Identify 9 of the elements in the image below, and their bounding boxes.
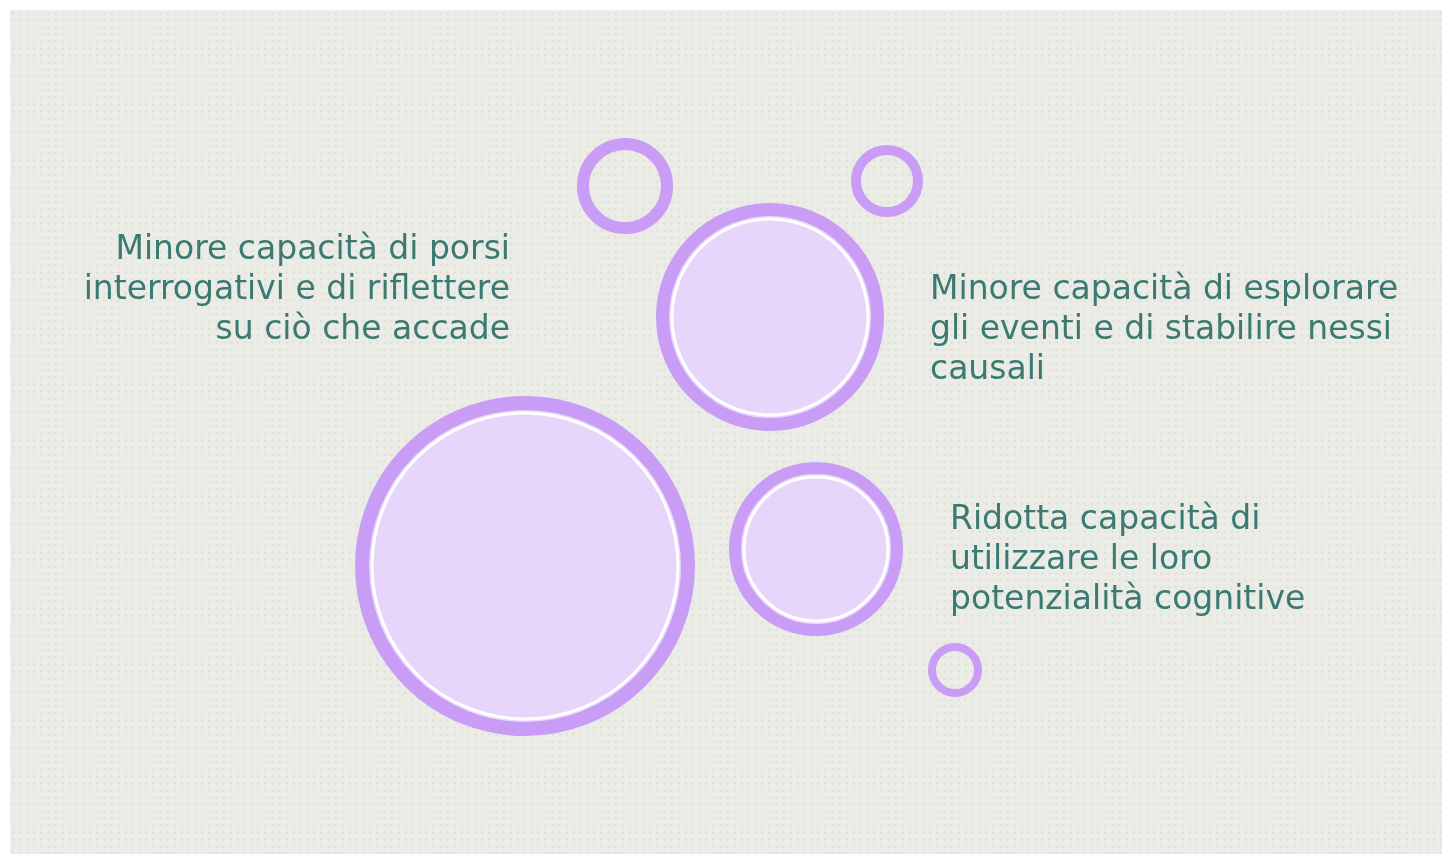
text-label: Minore capacità di porsi interrogativi e di riflettere su ciò che accade <box>82 228 510 348</box>
filled-circle <box>729 462 903 636</box>
ring-circle <box>577 138 673 234</box>
ring-circle <box>851 145 923 217</box>
text-label: Ridotta capacità di utilizzare le loro potenzialità cognitive <box>950 498 1307 618</box>
text-label: Minore capacità di esplorare gli eventi e di stabilire nessi causali <box>930 268 1400 388</box>
filled-circle <box>656 203 884 431</box>
filled-circle <box>355 396 695 736</box>
ring-circle <box>928 643 982 697</box>
